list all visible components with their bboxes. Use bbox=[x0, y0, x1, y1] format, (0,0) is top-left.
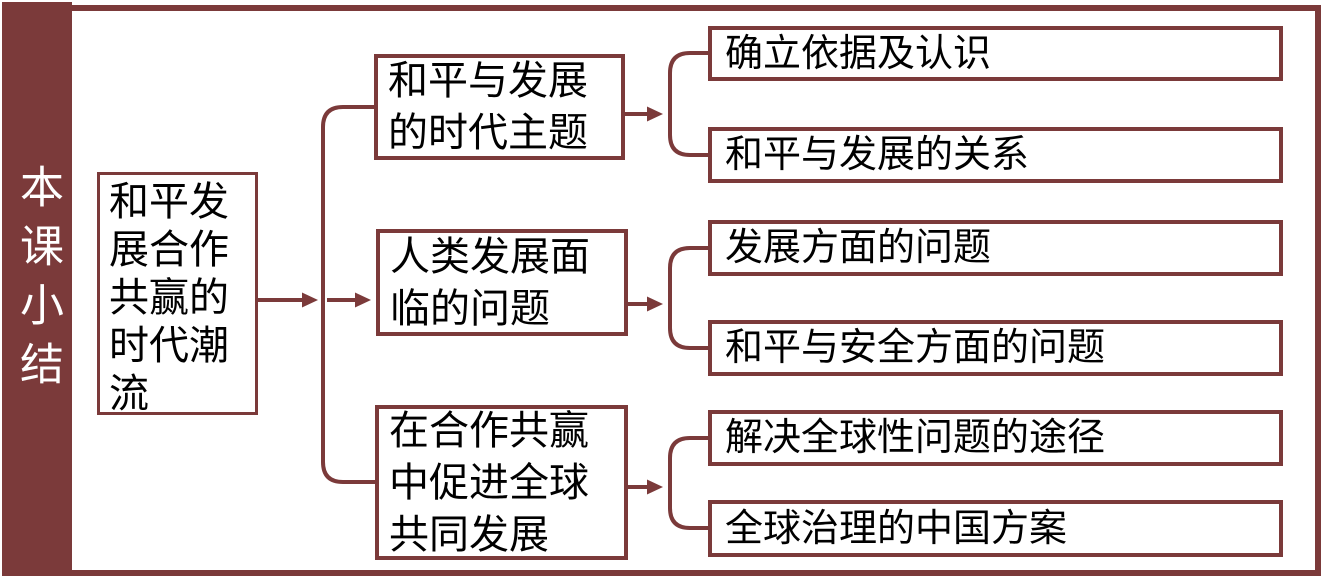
branch-label: 在合作共赢中促进全球共同发展 bbox=[389, 408, 589, 557]
leaf-label: 和平与发展的关系 bbox=[725, 134, 1030, 176]
bracket-branch-2 bbox=[668, 246, 708, 350]
leaf-box-peace-security-problems: 和平与安全方面的问题 bbox=[708, 320, 1283, 376]
arrowhead-branch-2 bbox=[647, 296, 663, 312]
root-topic-label: 和平发展合作共赢的时代潮流 bbox=[109, 180, 229, 416]
arrowhead-branch-3 bbox=[647, 479, 663, 495]
branch-label: 和平与发展的时代主题 bbox=[388, 59, 588, 155]
leaf-box-china-governance-plan: 全球治理的中国方案 bbox=[708, 500, 1283, 557]
leaf-box-global-problem-solutions: 解决全球性问题的途径 bbox=[708, 410, 1283, 466]
leaf-label: 确立依据及认识 bbox=[725, 32, 992, 75]
bracket-branch-3 bbox=[668, 436, 708, 530]
branch-box-peace-development-theme: 和平与发展的时代主题 bbox=[374, 54, 625, 160]
branch-box-human-development-problems: 人类发展面临的问题 bbox=[376, 229, 628, 336]
leaf-box-basis-and-understanding: 确立依据及认识 bbox=[708, 26, 1283, 81]
arrowhead-trunk-to-branch-2 bbox=[355, 292, 371, 308]
arrowhead-branch-1 bbox=[647, 106, 663, 122]
arrowhead-root-to-trunk bbox=[302, 292, 318, 308]
branch-box-win-win-cooperation: 在合作共赢中促进全球共同发展 bbox=[375, 405, 628, 560]
leaf-label: 全球治理的中国方案 bbox=[725, 507, 1068, 550]
leaf-box-peace-development-relation: 和平与发展的关系 bbox=[708, 127, 1283, 183]
lesson-summary-title: 本课小结 bbox=[13, 163, 62, 400]
content-frame-border bbox=[72, 5, 1321, 576]
root-topic-box: 和平发展合作共赢的时代潮流 bbox=[97, 172, 258, 416]
branch-label: 人类发展面临的问题 bbox=[390, 234, 590, 331]
lesson-summary-banner: 本课小结 bbox=[2, 2, 72, 576]
leaf-box-development-problems: 发展方面的问题 bbox=[708, 220, 1283, 276]
leaf-label: 发展方面的问题 bbox=[725, 227, 992, 269]
leaf-label: 和平与安全方面的问题 bbox=[725, 327, 1106, 369]
leaf-label: 解决全球性问题的途径 bbox=[725, 417, 1106, 459]
root-branch-bracket bbox=[321, 105, 375, 484]
bracket-branch-1 bbox=[668, 51, 708, 157]
